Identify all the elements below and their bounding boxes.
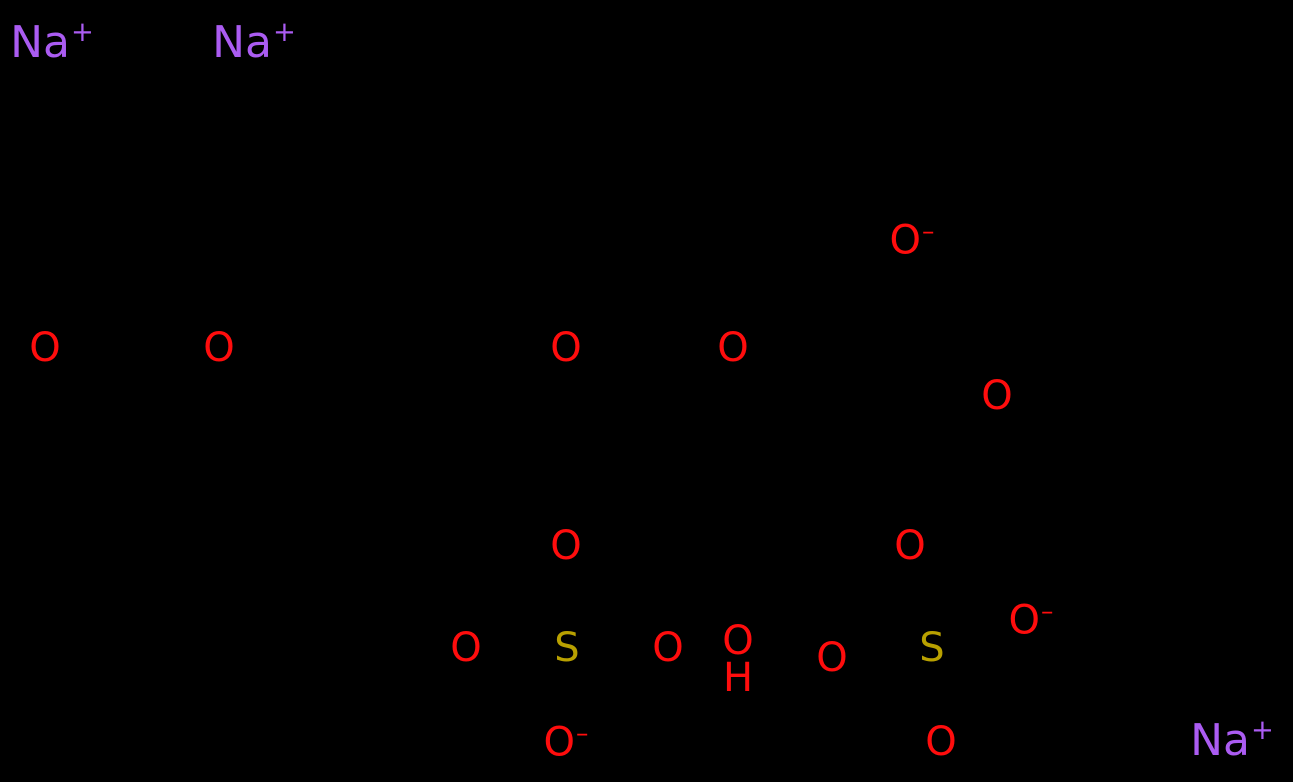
- atom-symbol-o-13: O: [543, 719, 576, 766]
- atom-symbol-na-3: Na: [1190, 714, 1251, 766]
- bond-b9: [843, 262, 914, 350]
- atom-symbol-s-1: S: [554, 625, 580, 671]
- bond-b18: [908, 568, 928, 626]
- atom-symbol-na-2: Na: [212, 16, 273, 68]
- atom-label-o-7: O: [550, 526, 581, 566]
- atom-label-o-4: O: [717, 328, 748, 368]
- atom-label-o-6: O: [981, 376, 1012, 416]
- bond-b12: [843, 468, 912, 524]
- atom-label-o-13: O–: [543, 718, 589, 766]
- atom-symbol-oh-1-top: O: [722, 618, 754, 665]
- atom-charge-na-1: +: [71, 17, 94, 49]
- atom-symbol-o-9: O: [450, 625, 482, 671]
- atom-symbol-o-5: O: [889, 217, 922, 264]
- bond-b21-line1: [937, 669, 947, 720]
- atom-symbol-o-6: O: [981, 373, 1013, 419]
- atom-charge-o-5: –: [922, 216, 935, 246]
- atom-label-s-2: S: [919, 628, 944, 668]
- bond-b1-line1: [41, 342, 133, 371]
- atom-label-o-3: O: [550, 328, 581, 368]
- atom-symbol-o-4: O: [717, 325, 749, 371]
- atom-charge-na-2: +: [273, 17, 296, 49]
- atom-symbol-o-3: O: [550, 325, 582, 371]
- bond-b19-line1: [854, 649, 911, 662]
- atom-label-na-2: Na+: [212, 19, 296, 65]
- bond-b20: [954, 626, 1010, 644]
- atom-label-s-1: S: [554, 628, 579, 668]
- atom-symbol-o-12: O: [1008, 597, 1041, 644]
- atom-symbol-o-2: O: [203, 325, 235, 371]
- atom-symbol-oh-1-bottom: H: [722, 655, 754, 701]
- atom-symbol-o-7: O: [550, 523, 582, 569]
- atom-label-o-1: O: [29, 328, 60, 368]
- atom-symbol-o-11: O: [816, 635, 848, 681]
- atom-symbol-o-14: O: [925, 719, 957, 765]
- atom-symbol-o-10: O: [652, 625, 684, 671]
- atom-label-na-3: Na+: [1190, 717, 1274, 763]
- atom-symbol-s-2: S: [919, 625, 945, 671]
- atom-label-o-11: O: [816, 638, 847, 678]
- atom-symbol-o-1: O: [29, 325, 61, 371]
- atom-symbol-o-8: O: [894, 523, 926, 569]
- bond-b10: [910, 262, 977, 374]
- atom-charge-o-13: –: [576, 718, 589, 748]
- atom-label-na-1: Na+: [10, 19, 94, 65]
- atom-label-o-14: O: [925, 722, 956, 762]
- atom-symbol-na-1: Na: [10, 16, 71, 68]
- atom-label-o-12: O–: [1008, 596, 1054, 644]
- bond-b21-line2: [930, 670, 940, 721]
- atom-label-o-5: O–: [889, 216, 935, 264]
- atom-charge-o-12: –: [1041, 596, 1054, 626]
- atom-label-o-10: O: [652, 628, 683, 668]
- atom-label-o-9: O: [450, 628, 481, 668]
- atom-charge-na-3: +: [1251, 715, 1274, 747]
- atom-label-o-2: O: [203, 328, 234, 368]
- bond-b1-line2: [44, 349, 136, 378]
- atom-label-o-8: O: [894, 526, 925, 566]
- bond-b19-line2: [853, 642, 910, 655]
